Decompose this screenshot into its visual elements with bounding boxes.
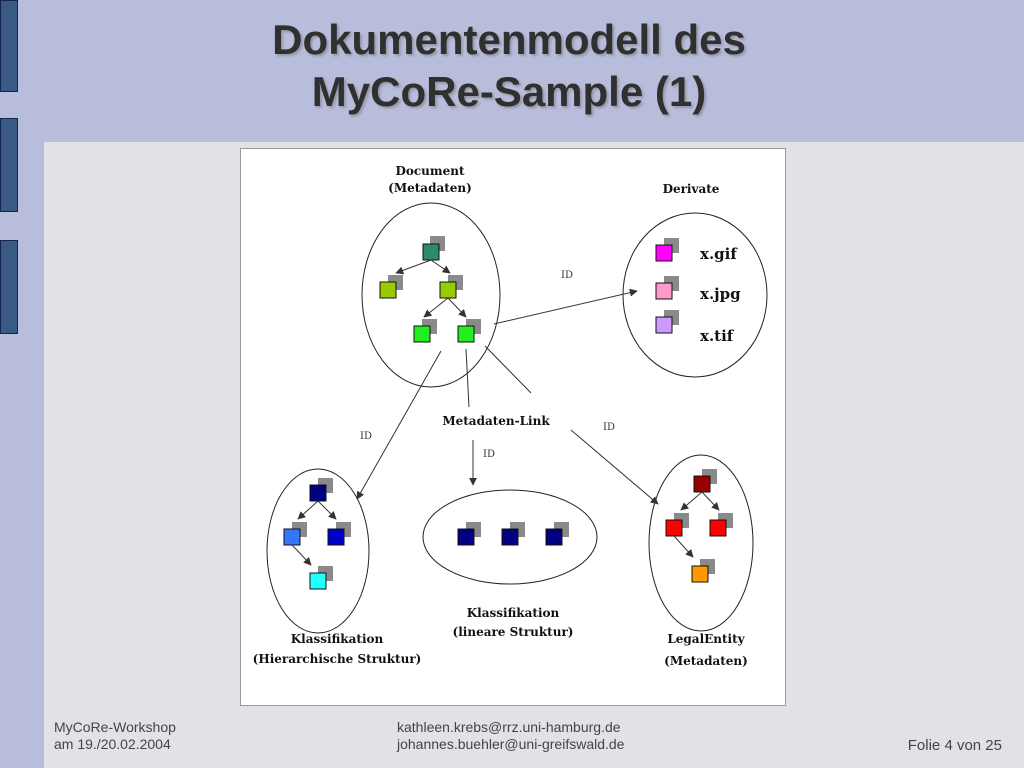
footer-workshop-line-1: MyCoRe-Workshop	[54, 719, 176, 735]
klassifikation-hier-ellipse	[266, 468, 370, 634]
tree-edge	[673, 535, 694, 558]
hier-child-node	[283, 528, 301, 546]
side-tab-2	[0, 118, 18, 212]
slide-number: Folie 4 von 25	[907, 737, 1002, 754]
file-label-tif: x.tif	[700, 327, 735, 345]
metadaten-link-label: Metadaten-Link	[442, 414, 550, 428]
id-label-legalentity: ID	[603, 422, 615, 433]
link-to-metadata-label	[465, 348, 470, 408]
tree-edge	[317, 500, 337, 520]
klassifikation-lin-ellipse	[422, 489, 598, 585]
tree-edge	[430, 259, 451, 274]
tif-file-icon	[655, 316, 673, 334]
footer-workshop-line-2: am 19./20.02.2004	[54, 736, 171, 752]
file-label-jpg: x.jpg	[700, 285, 741, 303]
document-child-node	[439, 281, 457, 299]
tree-edge	[297, 500, 319, 520]
derivate-files: x.gif x.jpg x.tif	[655, 238, 741, 345]
hier-root-node	[309, 484, 327, 502]
tree-edge	[680, 491, 703, 511]
hier-child-node	[327, 528, 345, 546]
footer-email-1: kathleen.krebs@rrz.uni-hamburg.de	[397, 719, 621, 735]
side-tab-3	[0, 240, 18, 334]
diagram-frame: x.gif x.jpg x.tif	[240, 148, 786, 706]
slide-title-line-2: MyCoRe-Sample (1)	[311, 68, 707, 115]
legalentity-tree	[665, 469, 733, 583]
arrow-to-klassifikation-hier	[356, 350, 442, 500]
jpg-file-icon	[655, 282, 673, 300]
tree-edge	[447, 297, 467, 318]
legal-root-node	[693, 475, 711, 493]
footer-workshop: MyCoRe-Workshop am 19./20.02.2004	[54, 719, 176, 753]
klassifikation-hier-label-line-1: Klassifikation	[291, 632, 384, 646]
legalentity-ellipse	[648, 454, 754, 632]
footer-contacts: kathleen.krebs@rrz.uni-hamburg.de johann…	[397, 719, 624, 753]
legal-child-node	[709, 519, 727, 537]
legalentity-label-line-1: LegalEntity	[667, 632, 745, 646]
klassifikation-hier-tree	[283, 478, 351, 590]
klassifikation-hier-label-line-2: (Hierarchische Struktur)	[253, 652, 422, 666]
tree-edge	[291, 544, 312, 566]
footer-email-2: johannes.buehler@uni-greifswald.de	[397, 736, 625, 752]
lin-node	[457, 528, 475, 546]
id-label-klassifikation-lin: ID	[483, 449, 495, 460]
left-band	[0, 0, 44, 768]
lin-node	[545, 528, 563, 546]
arrow-to-derivate	[493, 288, 638, 325]
link-to-legalentity-1	[484, 345, 532, 394]
document-child-node	[379, 281, 397, 299]
klassifikation-lin-nodes	[457, 522, 569, 546]
gif-file-icon	[655, 244, 673, 262]
document-leaf-node	[413, 325, 431, 343]
document-label-line-1: Document	[395, 164, 464, 178]
id-label-derivate: ID	[561, 270, 573, 281]
document-leaf-node	[457, 325, 475, 343]
document-root-node	[422, 243, 440, 261]
document-tree	[379, 236, 481, 343]
legalentity-label-line-2: (Metadaten)	[664, 654, 748, 668]
legal-leaf-node	[691, 565, 709, 583]
id-label-klassifikation-hier: ID	[360, 431, 372, 442]
slide-title-line-1: Dokumentenmodell des	[272, 16, 746, 63]
klassifikation-lin-label-line-2: (lineare Struktur)	[453, 625, 574, 639]
document-label-line-2: (Metadaten)	[388, 181, 472, 195]
slide-title: Dokumentenmodell des MyCoRe-Sample (1)	[44, 14, 974, 118]
tree-edge	[423, 297, 449, 318]
side-tab-1	[0, 0, 18, 92]
tree-edge	[395, 259, 432, 275]
derivate-label: Derivate	[663, 182, 720, 196]
hier-leaf-node	[309, 572, 327, 590]
legal-child-node	[665, 519, 683, 537]
tree-edge	[701, 491, 720, 511]
arrow-to-legalentity	[570, 429, 659, 505]
klassifikation-lin-label-line-1: Klassifikation	[467, 606, 560, 620]
file-label-gif: x.gif	[700, 245, 738, 263]
title-band	[0, 0, 1024, 142]
derivate-ellipse	[622, 212, 768, 378]
lin-node	[501, 528, 519, 546]
document-ellipse	[361, 202, 501, 388]
document-model-diagram: x.gif x.jpg x.tif	[253, 164, 768, 668]
